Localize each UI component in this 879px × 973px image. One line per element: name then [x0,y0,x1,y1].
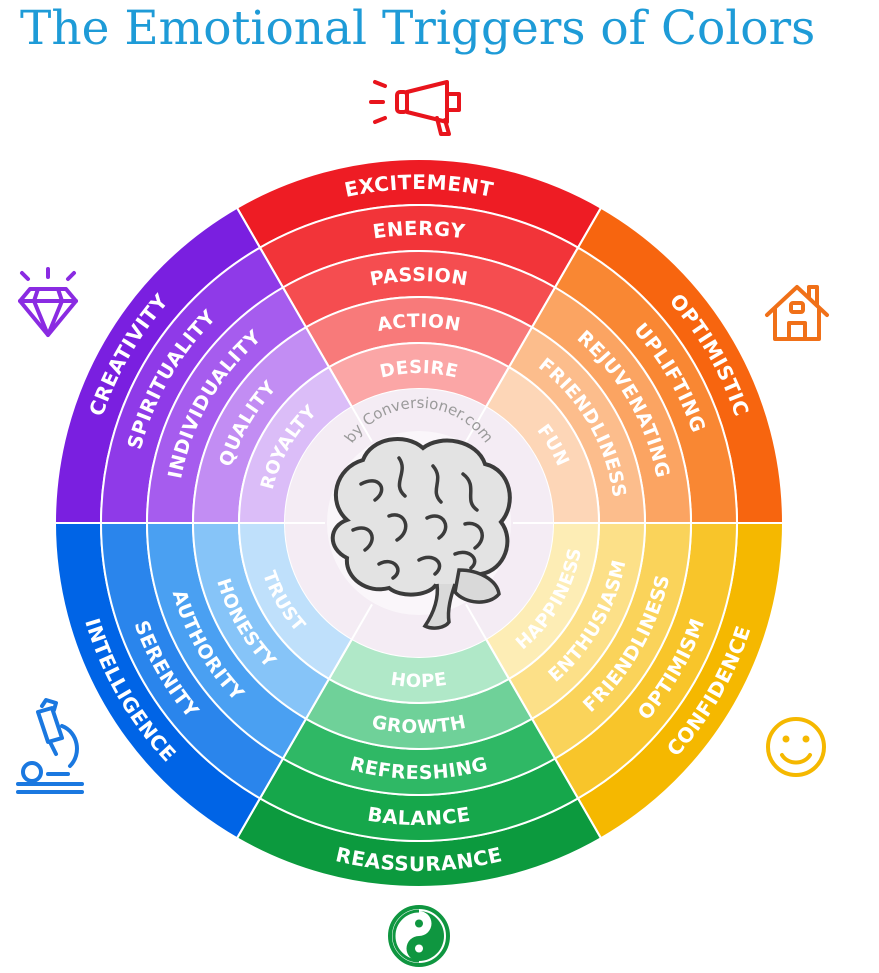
wedge-divider [236,603,373,839]
yin-yang-icon [388,905,450,967]
label-green-5: HOPE [390,669,449,692]
microscope-icon [16,698,84,794]
label-red-4: ACTION [376,311,463,336]
wedge-divider [236,207,373,443]
wedge-divider [465,207,602,443]
house-icon [765,285,829,341]
wheel-dividers [55,207,783,839]
diamond-icon [18,267,78,337]
page-title: The Emotional Triggers of Colors [20,1,816,56]
brain-icon [330,436,512,630]
megaphone-icon [369,80,461,136]
wheel-segments [53,158,785,888]
label-green-2: BALANCE [366,803,472,830]
smiley-icon [766,717,826,777]
label-red-2: ENERGY [371,217,467,244]
wedge-divider [465,603,602,839]
